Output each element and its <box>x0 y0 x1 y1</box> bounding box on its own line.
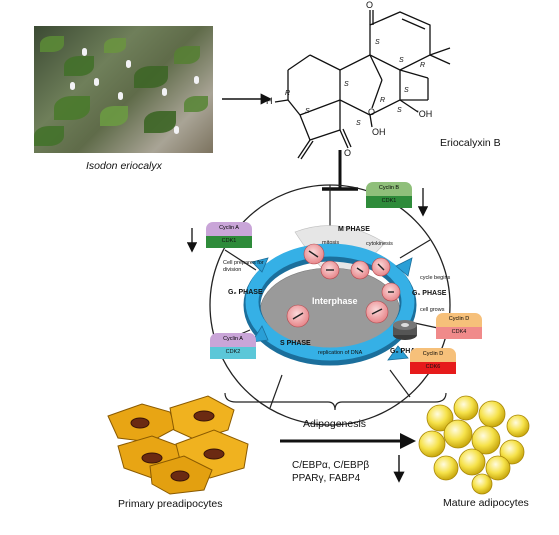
stereo-7: S <box>305 108 310 115</box>
note-replication: replication of DNA <box>318 350 363 356</box>
note-cytokinesis: cytokinesis <box>366 241 393 247</box>
note-cycle-begins: cycle begins <box>420 275 451 281</box>
eriocalyxin-structure <box>274 10 451 160</box>
adipocytes-caption: Mature adipocytes <box>443 497 529 509</box>
plant-caption: Isodon eriocalyx <box>86 160 162 172</box>
factors-line-1: C/EBPα, C/EBPβ <box>292 460 370 471</box>
cyclin-d-cdk6: Cyclin D CDK6 <box>410 348 456 374</box>
stereo-8: R <box>380 97 386 104</box>
cycle-brace <box>224 392 447 411</box>
stereo-3: R <box>420 62 426 69</box>
ring-arrow-2 <box>387 345 409 361</box>
s-phase-label: S PHASE <box>280 340 311 347</box>
atom-o-ring: O <box>368 107 376 117</box>
compound-name: Eriocalyxin B <box>440 137 501 149</box>
cyclin-b-cdk1: Cyclin B CDK1 <box>366 182 412 208</box>
stereo-6: S <box>404 87 409 94</box>
stereo-9: S <box>397 107 402 114</box>
cyclin-a-cdk1: Cyclin A CDK1 <box>206 222 252 248</box>
stereo-10: S <box>356 120 361 127</box>
atom-o-ketone: O <box>344 148 352 158</box>
plant-photo <box>34 26 213 153</box>
g2-phase-label: G₂ PHASE <box>228 289 263 296</box>
atom-o-top: O <box>366 0 374 10</box>
mature-adipocytes <box>418 395 530 495</box>
ring-arrow-1 <box>395 257 413 277</box>
g0-phase-label: G₀ PHASE <box>390 348 425 355</box>
atom-oh-2: 'OH <box>417 109 433 119</box>
m-phase-label: M PHASE <box>338 226 370 233</box>
cyclin-a-cdk2: Cyclin A CDK2 <box>210 333 256 359</box>
g1-phase-label: G₁ PHASE <box>412 290 447 297</box>
stereo-1: S <box>375 39 380 46</box>
note-cell-grows: cell grows <box>420 307 445 313</box>
atom-h: H <box>266 96 273 106</box>
ring-cells <box>286 243 401 328</box>
ring-arrow-4 <box>251 257 269 273</box>
note-mitosis: mitosis <box>322 240 340 246</box>
preadipocytes-caption: Primary preadipocytes <box>118 498 223 510</box>
stereo-4: R <box>285 90 291 97</box>
stereo-2: S <box>399 57 404 64</box>
preadipocytes <box>107 395 249 495</box>
adipogenesis-label: Adipogenesis <box>303 418 367 430</box>
factors-line-2: PPARγ, FABP4 <box>292 473 361 484</box>
stereo-5: S <box>344 81 349 88</box>
cyclin-d-cdk4: Cyclin D CDK4 <box>436 313 482 339</box>
ring-arrow-3 <box>251 325 269 343</box>
atom-oh-1: OH <box>372 127 386 137</box>
note-prepares: Cell prepares for division <box>223 260 264 273</box>
cycle-ring <box>245 243 415 361</box>
interphase-label: Interphase <box>312 296 358 306</box>
